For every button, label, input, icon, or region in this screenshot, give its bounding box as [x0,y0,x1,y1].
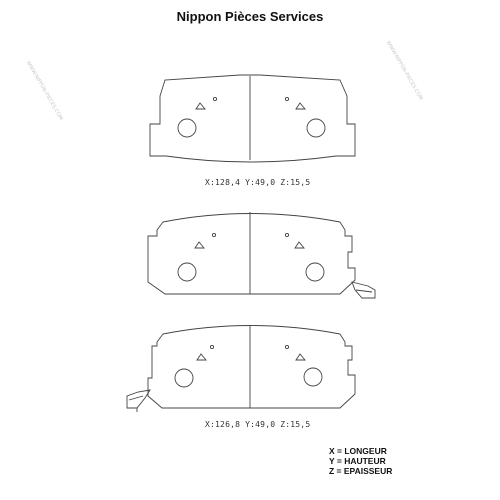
dimension-legend: X = LONGEUR Y = HAUTEUR Z = EPAISSEUR [329,446,392,476]
legend-y: Y = HAUTEUR [329,456,386,466]
pad-bottom-wear-clip [126,389,151,409]
pad-bottom-dot-left [209,344,215,350]
pad-top-dot-left [212,96,218,102]
pad-top-notch-right [295,102,306,110]
pad-middle-notch-left [194,241,205,249]
dimensions-pad-1: X:128,4 Y:49,0 Z:15,5 [205,178,311,187]
pad-middle-dot-left [211,232,217,238]
pad-middle-outline [147,213,356,295]
pad-middle-hole-left [177,262,197,282]
pad-middle-hole-right [305,262,325,282]
legend-x: X = LONGEUR [329,446,387,456]
pad-middle-dot-right [284,232,290,238]
dimensions-pad-2: X:126,8 Y:49,0 Z:15,5 [205,420,311,429]
pad-top-view [149,74,356,163]
pad-bottom-dot-right [284,344,290,350]
pad-middle-wear-clip [351,281,376,299]
pad-middle-notch-right [294,241,305,249]
pad-top-dot-right [284,96,290,102]
pad-bottom-view [126,325,356,412]
pad-bottom-notch-right [295,353,306,361]
pad-top-notch-left [195,102,206,110]
brand-title: Nippon Pièces Services [176,9,324,24]
pad-top-hole-right [306,118,326,138]
pad-bottom-hole-left [174,368,194,388]
pad-bottom-outline [147,325,356,409]
pad-bottom-notch-left [196,353,207,361]
pad-bottom-hole-right [303,367,323,387]
pad-top-outline [149,74,356,163]
legend-z: Z = EPAISSEUR [329,466,393,476]
pad-top-hole-left [177,118,197,138]
pad-middle-view [147,212,376,299]
